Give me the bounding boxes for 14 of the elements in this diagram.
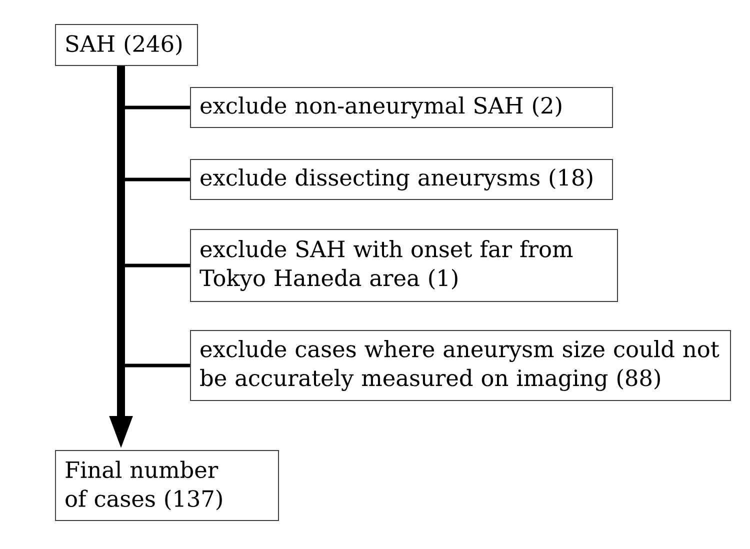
trunk-line <box>117 266 125 366</box>
trunk-line <box>117 66 125 108</box>
exclusion-box: exclude cases where aneurysm size could not be accurately measured on imaging (88) <box>190 330 731 401</box>
connector-line <box>125 106 190 110</box>
process-box: SAH (246) <box>55 24 198 66</box>
connector-line <box>125 178 190 182</box>
trunk-line <box>117 108 125 180</box>
process-box: Final number of cases (137) <box>55 450 279 521</box>
exclusion-box: exclude dissecting aneurysms (18) <box>190 159 613 200</box>
connector-line <box>125 264 190 268</box>
exclusion-box: exclude non-aneurymal SAH (2) <box>190 87 613 128</box>
exclusion-box: exclude SAH with onset far from Tokyo Haneda area (1) <box>190 229 618 302</box>
connector-line <box>125 364 190 368</box>
trunk-line <box>117 180 125 266</box>
